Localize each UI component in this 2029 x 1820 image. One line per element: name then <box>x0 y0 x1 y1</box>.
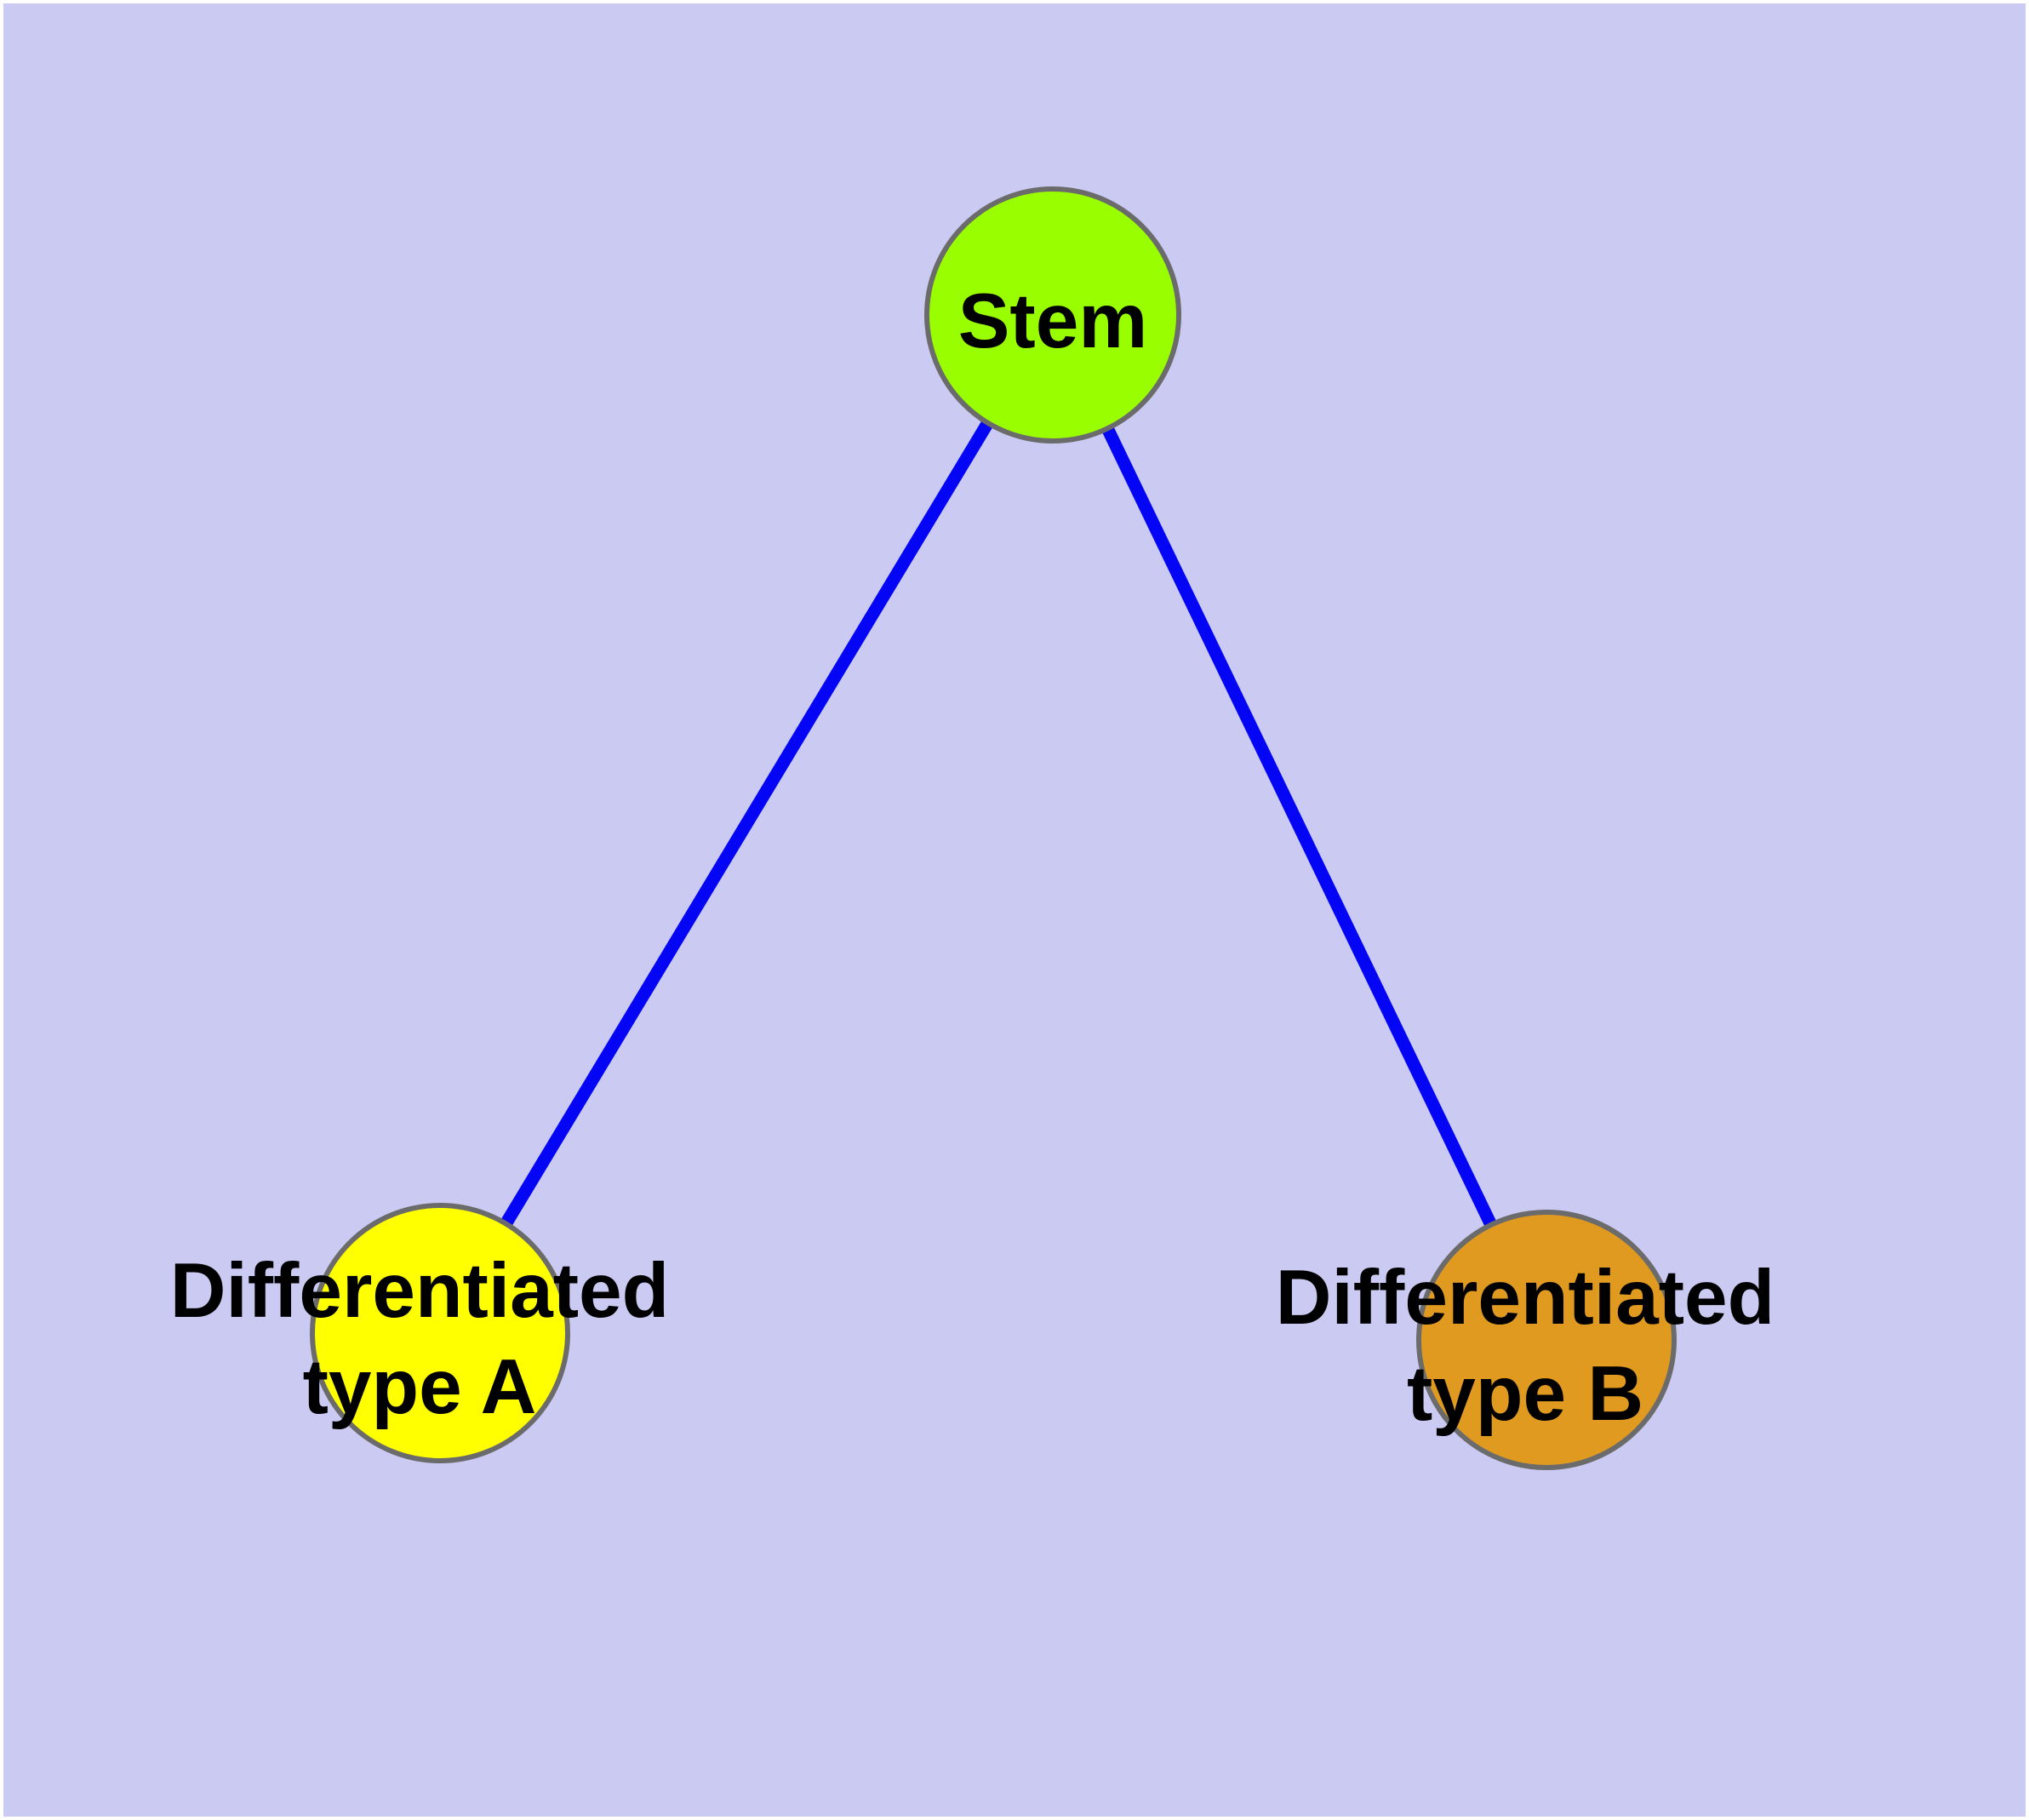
node-type-a-circle <box>310 1203 570 1463</box>
node-stem-circle <box>924 186 1181 444</box>
edge-stem-to-type-a <box>434 312 1059 1336</box>
node-type-b-label-line1: Differentiated <box>1276 1255 1775 1341</box>
node-stem-label: Stem <box>958 278 1148 364</box>
node-type-b-circle <box>1416 1210 1677 1470</box>
node-type-b-label-line2: type B <box>1407 1351 1643 1437</box>
node-type-a-label-line1: Differentiated <box>170 1248 670 1334</box>
node-type-a-label-line2: type A <box>303 1344 537 1430</box>
edge-stem-to-type-b <box>1047 312 1552 1343</box>
